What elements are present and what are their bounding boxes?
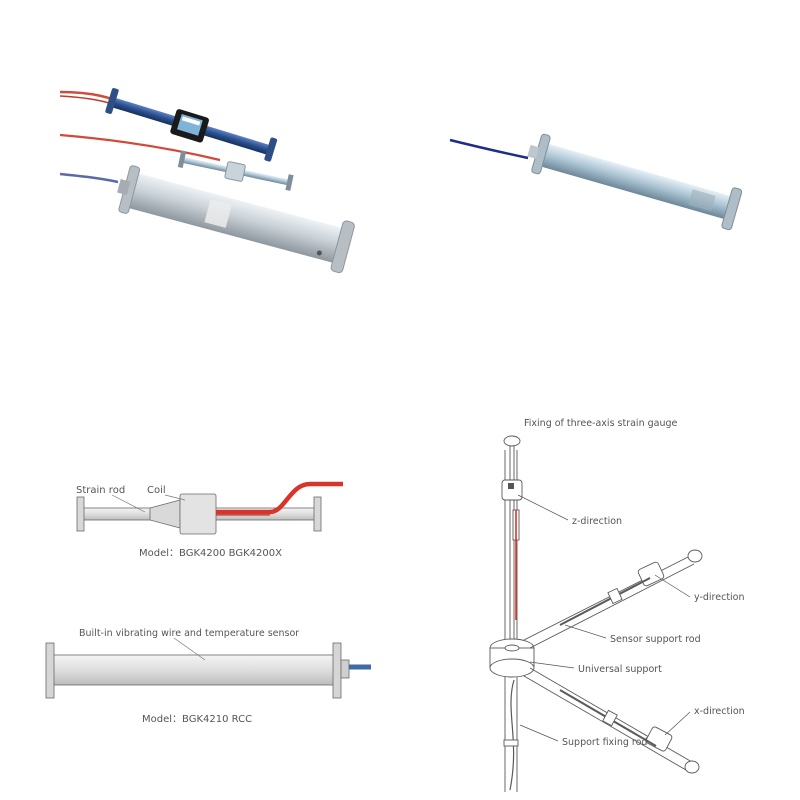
diagram-bgk4200: Strain rod Coil Model：BGK4200 BGK4200X	[76, 481, 343, 559]
gauge-1	[59, 88, 278, 162]
photo-single-gauge	[449, 133, 743, 231]
model-bgk4210: Model：BGK4210 RCC	[142, 714, 252, 725]
photo-strain-gauge-set	[59, 88, 355, 274]
label-z-direction: z-direction	[572, 516, 622, 527]
diagram-three-axis-fixing: Fixing of three-axis strain gauge	[489, 418, 745, 792]
gauge-2	[59, 133, 294, 191]
label-y-direction: y-direction	[694, 592, 745, 603]
label-universal-support: Universal support	[578, 664, 662, 675]
gauge-3	[59, 165, 355, 274]
diagram-bgk4210: Built-in vibrating wire and temperature …	[45, 628, 371, 725]
label-built-in-sensor: Built-in vibrating wire and temperature …	[79, 628, 299, 639]
label-sensor-support-rod: Sensor support rod	[610, 634, 701, 645]
title-three-axis: Fixing of three-axis strain gauge	[524, 418, 678, 429]
label-x-direction: x-direction	[694, 706, 745, 717]
model-bgk4200: Model：BGK4200 BGK4200X	[139, 548, 282, 559]
label-strain-rod: Strain rod	[76, 485, 125, 496]
label-support-fixing-rod: Support fixing rod	[562, 737, 647, 748]
label-coil: Coil	[147, 485, 166, 496]
